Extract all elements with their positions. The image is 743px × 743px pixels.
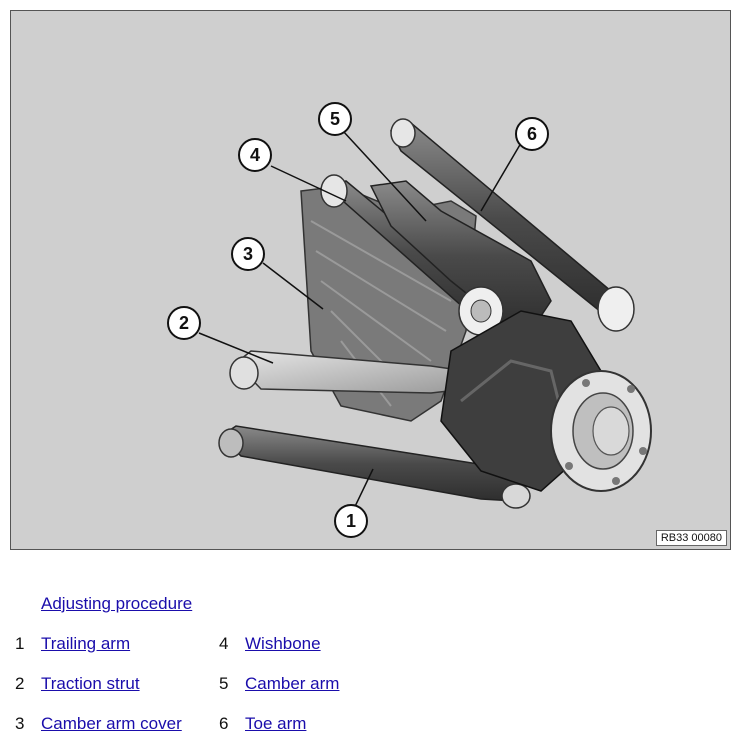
trailing-arm-bushing bbox=[218, 428, 244, 458]
legend-number-2: 2 bbox=[15, 674, 25, 693]
legend-number-4: 4 bbox=[219, 634, 229, 653]
legend-number-3: 3 bbox=[15, 714, 25, 733]
callout-3: 3 bbox=[231, 237, 265, 271]
legend-link-camber-arm-cover[interactable]: Camber arm cover bbox=[41, 714, 182, 733]
legend-link-toe-arm[interactable]: Toe arm bbox=[245, 714, 307, 733]
legend-link-wishbone[interactable]: Wishbone bbox=[245, 634, 321, 653]
legend-number-5: 5 bbox=[219, 674, 229, 693]
callout-1: 1 bbox=[334, 504, 368, 538]
callout-6: 6 bbox=[515, 117, 549, 151]
figure-reference-code: RB33 00080 bbox=[655, 530, 727, 546]
legend-link-trailing-arm[interactable]: Trailing arm bbox=[41, 634, 131, 653]
legend-link-camber-arm[interactable]: Camber arm bbox=[245, 674, 340, 693]
adjusting-procedure-link[interactable]: Adjusting procedure bbox=[41, 594, 193, 613]
callout-2: 2 bbox=[167, 306, 201, 340]
legend-number-6: 6 bbox=[219, 714, 229, 733]
legend-link-traction-strut[interactable]: Traction strut bbox=[41, 674, 140, 693]
callout-4: 4 bbox=[238, 138, 272, 172]
suspension-illustration: 1 2 3 4 5 6 RB33 00080 bbox=[10, 10, 731, 550]
legend-number-1: 1 bbox=[15, 634, 25, 653]
traction-strut-bushing bbox=[229, 356, 259, 390]
callout-5: 5 bbox=[318, 102, 352, 136]
suspension-drawing bbox=[198, 118, 652, 520]
